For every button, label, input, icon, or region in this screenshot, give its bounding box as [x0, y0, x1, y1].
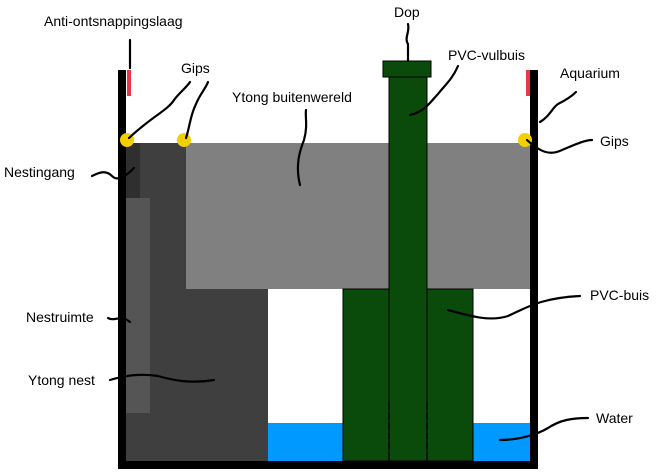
- leader-fill-tube: [408, 64, 460, 117]
- leader-nest-space: [106, 316, 132, 324]
- leader-aquarium: [538, 90, 578, 124]
- anti-escape-layer-left: [127, 70, 131, 96]
- cap: [382, 60, 432, 78]
- leader-plaster-left-b: [184, 80, 210, 140]
- leader-water: [498, 416, 590, 442]
- aquarium-wall-left: [118, 70, 126, 468]
- nest-space: [126, 198, 150, 413]
- nest-entrance-channel: [126, 143, 140, 213]
- label-aquarium: Aquarium: [560, 65, 620, 81]
- label-water: Water: [596, 410, 633, 426]
- leader-nest-entrance: [90, 166, 136, 180]
- water-right: [472, 423, 530, 461]
- water-left: [268, 423, 346, 461]
- leader-plaster-left-a: [127, 80, 192, 140]
- label-ytong-outside: Ytong buitenwereld: [232, 89, 352, 105]
- leader-plaster-right: [525, 138, 594, 154]
- leader-ytong-nest: [108, 373, 216, 383]
- pvc-fill-tube: [388, 76, 428, 462]
- aquarium-floor: [118, 461, 538, 469]
- leader-cap: [405, 22, 410, 62]
- label-plaster-right: Gips: [600, 133, 629, 149]
- label-nest-entrance: Nestingang: [4, 164, 75, 180]
- plaster-dot-right: [518, 133, 532, 147]
- plaster-dot-middle: [177, 133, 191, 147]
- leader-pvc-pipe: [446, 294, 582, 320]
- ytong-outside-block: [186, 143, 530, 289]
- label-fill-tube: PVC-vulbuis: [448, 47, 525, 63]
- leader-ytong-outside: [296, 108, 308, 187]
- label-ytong-nest: Ytong nest: [28, 372, 95, 388]
- label-pvc-pipe: PVC-buis: [590, 287, 649, 303]
- label-cap: Dop: [394, 4, 420, 20]
- ytong-nest-lower-block: [186, 289, 268, 461]
- label-anti-escape: Anti-ontsnappingslaag: [44, 13, 183, 29]
- label-nest-space: Nestruimte: [26, 309, 94, 325]
- anti-escape-layer-right: [526, 70, 530, 96]
- aquarium-wall-right: [530, 70, 538, 468]
- label-plaster-left: Gips: [181, 60, 210, 76]
